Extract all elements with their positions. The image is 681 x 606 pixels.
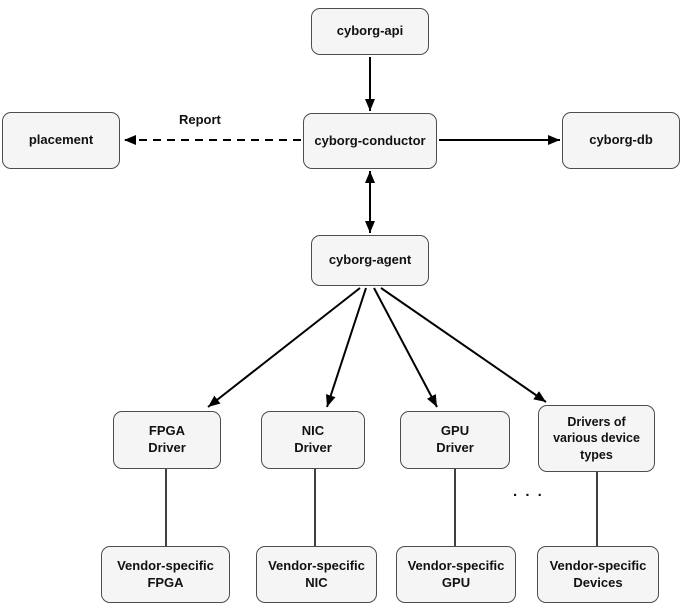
- node-vendor-fpga: Vendor-specific FPGA: [101, 546, 230, 603]
- node-cyborg-agent: cyborg-agent: [311, 235, 429, 286]
- node-vendor-nic-label: Vendor-specific NIC: [268, 557, 365, 590]
- edge-agent-various-drivers: [380, 287, 547, 403]
- node-cyborg-conductor: cyborg-conductor: [303, 113, 437, 169]
- edge-agent-fpga-driver: [207, 287, 361, 408]
- node-nic-driver-label: NIC Driver: [294, 423, 332, 455]
- node-nic-driver: NIC Driver: [261, 411, 365, 469]
- node-vendor-gpu: Vendor-specific GPU: [396, 546, 516, 603]
- node-vendor-devices: Vendor-specific Devices: [537, 546, 659, 603]
- node-placement: placement: [2, 112, 120, 169]
- node-gpu-driver: GPU Driver: [400, 411, 510, 469]
- node-various-drivers-label: Drivers of various device types: [553, 415, 640, 462]
- node-fpga-driver: FPGA Driver: [113, 411, 221, 469]
- node-cyborg-api-label: cyborg-api: [336, 23, 404, 39]
- edge-agent-nic-driver: [325, 287, 367, 408]
- node-vendor-nic: Vendor-specific NIC: [256, 546, 377, 603]
- node-various-drivers: Drivers of various device types: [538, 405, 655, 472]
- more-drivers-ellipsis: . . .: [513, 483, 544, 500]
- node-placement-label: placement: [28, 132, 94, 148]
- node-cyborg-api: cyborg-api: [311, 8, 429, 55]
- edge-agent-gpu-driver: [373, 287, 438, 408]
- node-cyborg-agent-label: cyborg-agent: [328, 252, 412, 268]
- node-gpu-driver-label: GPU Driver: [436, 423, 474, 455]
- node-fpga-driver-label: FPGA Driver: [148, 423, 186, 455]
- edge-label-report: Report: [179, 112, 221, 127]
- node-cyborg-conductor-label: cyborg-conductor: [314, 132, 426, 148]
- node-vendor-fpga-label: Vendor-specific FPGA: [117, 557, 214, 590]
- node-vendor-devices-label: Vendor-specific Devices: [549, 557, 647, 590]
- node-cyborg-db-label: cyborg-db: [589, 132, 653, 148]
- node-cyborg-db: cyborg-db: [562, 112, 680, 169]
- node-vendor-gpu-label: Vendor-specific GPU: [407, 557, 505, 590]
